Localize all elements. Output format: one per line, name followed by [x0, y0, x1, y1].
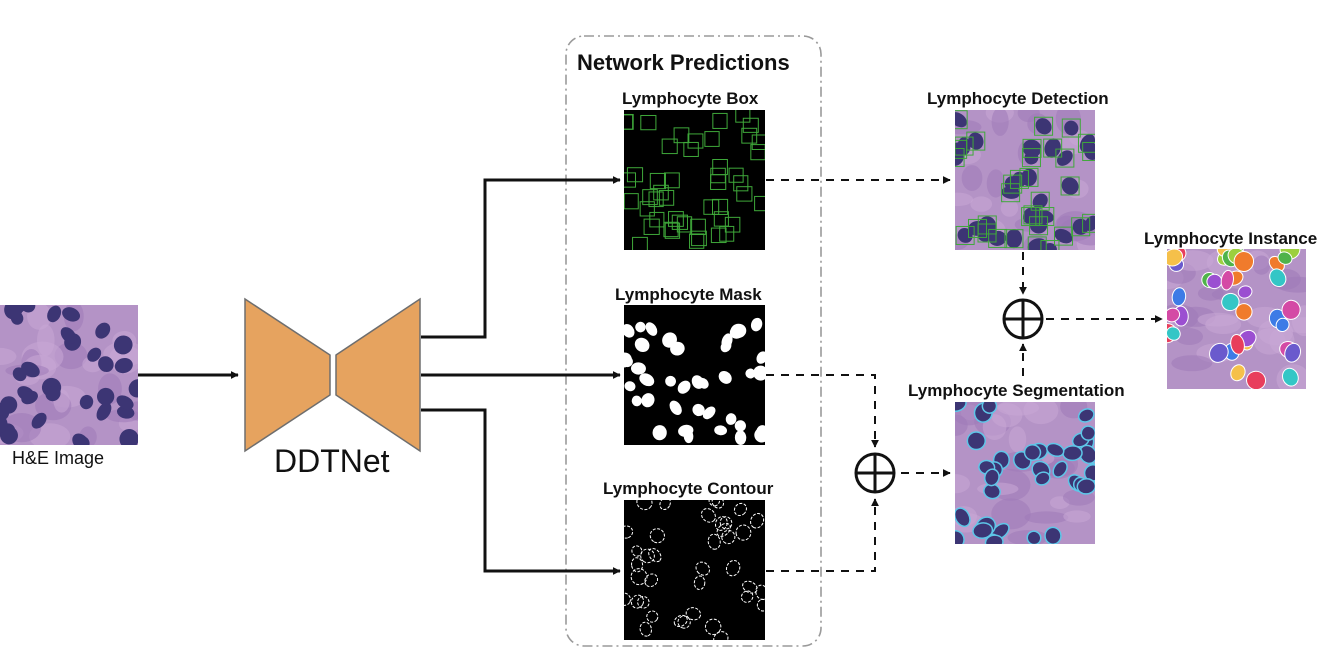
segmentation-output-panel	[955, 402, 1095, 544]
model-label: DDTNet	[274, 443, 390, 479]
network-predictions-group	[565, 35, 822, 647]
instance-output-panel	[1167, 249, 1306, 389]
contour-to-merge-arrow	[766, 498, 879, 572]
circle-plus-icon	[1002, 298, 1044, 340]
mask-label: Lymphocyte Mask	[615, 285, 762, 304]
instance-label: Lymphocyte Instance	[1144, 229, 1318, 248]
box-label: Lymphocyte Box	[622, 89, 759, 108]
box-prediction-panel	[624, 110, 765, 250]
contour-prediction-panel	[624, 500, 765, 640]
segmentation-label: Lymphocyte Segmentation	[908, 381, 1125, 400]
detection-output-panel	[955, 110, 1095, 250]
circle-plus-icon	[854, 452, 896, 494]
contour-label: Lymphocyte Contour	[603, 479, 774, 498]
mask-prediction-panel	[624, 305, 765, 445]
decoder-shape	[335, 297, 421, 453]
he-image-panel	[0, 305, 138, 445]
input-label: H&E Image	[12, 448, 105, 468]
predictions-title: Network Predictions	[577, 50, 790, 75]
model-to-box-arrow	[421, 176, 621, 339]
mask-to-merge-arrow	[766, 374, 879, 448]
detection-label: Lymphocyte Detection	[927, 89, 1109, 108]
model-to-contour-arrow	[421, 408, 621, 575]
encoder-shape	[244, 297, 331, 453]
